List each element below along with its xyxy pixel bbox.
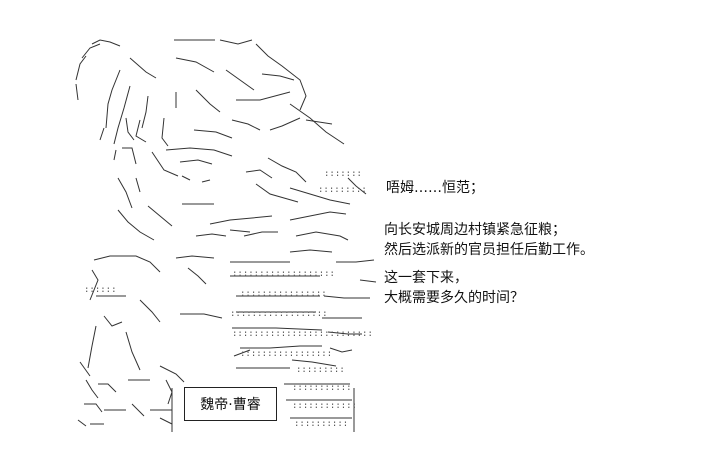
svg-text:::::::::::::::::: ::::::::::::::::: [240, 289, 327, 299]
svg-text:::::::::::::::::::::::::::: ::::::::::::::::::::::::::: [232, 329, 373, 339]
svg-text:::::::: ::::::: [84, 285, 117, 295]
face: [117, 147, 367, 241]
svg-text::::::::::: :::::::::: [318, 185, 367, 195]
speaker-name-box: 魏帝·曹睿: [184, 387, 277, 421]
hair-strands: [99, 69, 345, 161]
dialogue-line-5: 大概需要多久的时间？: [384, 290, 524, 306]
dialogue-block-2: 向长安城周边村镇紧急征粮； 然后选派新的官员担任后勤工作。: [384, 220, 594, 260]
dialogue-block-1: 唔姆……恒范；: [386, 178, 484, 198]
svg-text:::::::::::: ::::::::::: [294, 419, 348, 429]
svg-text::::::::::::::::::::: :::::::::::::::::::: [232, 269, 335, 279]
dialogue-block-3: 这一套下来， 大概需要多久的时间？: [384, 268, 524, 308]
svg-text:::::::::::::::::::: ::::::::::::::::::: [230, 309, 328, 319]
dialogue-line-1: 唔姆……恒范；: [386, 180, 484, 196]
svg-text::::::::::::::::::: :::::::::::::::::: [240, 349, 332, 359]
svg-text::::::::::::: :::::::::::: [292, 383, 352, 393]
stipple-texture: ::::::: ::::::::: ::::::::::::::::::: ::…: [84, 169, 373, 429]
collar-body: [79, 249, 377, 419]
dialogue-line-3: 然后选派新的官员担任后勤工作。: [384, 242, 594, 258]
svg-text:::::::::::::: ::::::::::::: [292, 401, 357, 411]
svg-text::::::::: :::::::: [324, 169, 362, 179]
dialogue-line-4: 这一套下来，: [384, 270, 468, 286]
svg-text::::::::::: :::::::::: [296, 365, 345, 375]
lower-hands: [77, 379, 355, 432]
speaker-name: 魏帝·曹睿: [200, 397, 261, 413]
hair-outline: [75, 39, 307, 111]
dialogue-line-2: 向长安城周边村镇紧急征粮；: [384, 222, 566, 238]
